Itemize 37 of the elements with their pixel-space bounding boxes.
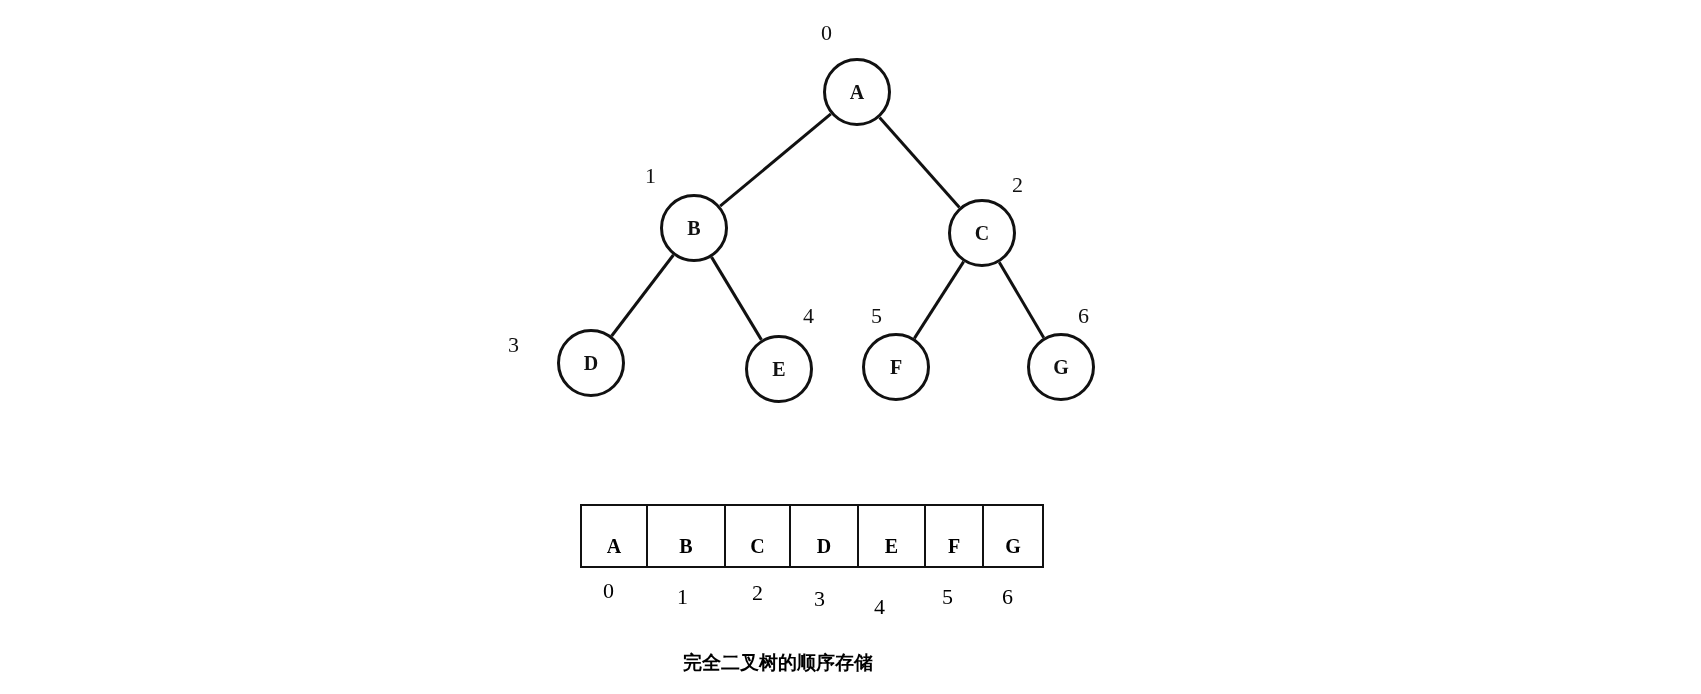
tree-edge xyxy=(997,261,1046,339)
tree-edge xyxy=(719,112,832,208)
index-number: 5 xyxy=(871,303,882,329)
tree-node-circle xyxy=(948,199,1016,267)
array-index: 1 xyxy=(677,584,688,610)
index-number: 2 xyxy=(1012,172,1023,198)
index-number: 1 xyxy=(645,163,656,189)
index-number: 3 xyxy=(508,332,519,358)
node-letter: B xyxy=(687,216,701,240)
index-number: 6 xyxy=(1078,303,1089,329)
index-number: 4 xyxy=(803,303,814,329)
tree-edge xyxy=(913,260,965,340)
array-index: 4 xyxy=(874,594,885,620)
array-index: 6 xyxy=(1002,584,1013,610)
tree-node-circle xyxy=(823,58,891,126)
tree-edge xyxy=(610,254,675,337)
array-cell: B xyxy=(646,504,726,568)
node-letter: G xyxy=(1053,355,1069,379)
array-index: 3 xyxy=(814,586,825,612)
array-cell: F xyxy=(924,504,984,568)
caption: 完全二叉树的顺序存储 xyxy=(683,650,873,675)
tree-edge xyxy=(710,256,763,341)
array-cell: C xyxy=(724,504,791,568)
array-cell: E xyxy=(857,504,926,568)
node-letter: D xyxy=(583,351,599,375)
array-cell: D xyxy=(789,504,859,568)
array-index: 0 xyxy=(603,578,614,604)
array-index: 2 xyxy=(752,580,763,606)
node-letter: A xyxy=(849,80,865,104)
array-cell: A xyxy=(580,504,648,568)
array-index: 5 xyxy=(942,584,953,610)
tree-edge xyxy=(878,116,961,209)
index-number: 0 xyxy=(821,20,832,46)
node-letter: F xyxy=(889,355,903,379)
node-letter: E xyxy=(772,357,786,381)
node-letter: C xyxy=(974,221,990,245)
array-cell: G xyxy=(982,504,1044,568)
